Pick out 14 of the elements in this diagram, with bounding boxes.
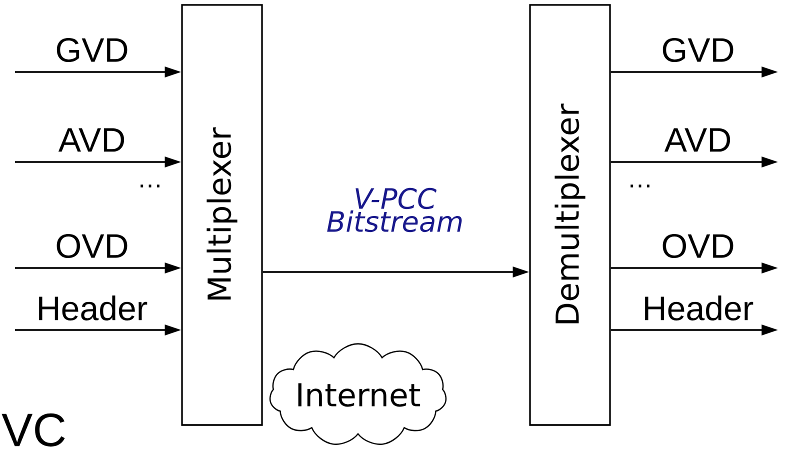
edge-label: AVD <box>664 128 730 152</box>
ellipsis: … <box>140 184 160 188</box>
edge-label: Header <box>645 296 754 320</box>
edge-label: GVD <box>662 38 734 62</box>
ellipsis: … <box>630 184 650 188</box>
edge-label: GVD <box>56 38 128 62</box>
demultiplexer-box: Demultiplexer <box>529 4 611 426</box>
edge-label: V-PCC Bitstream <box>327 188 462 232</box>
text-fragment: VC <box>2 413 65 447</box>
edge-label: OVD <box>662 234 734 258</box>
edge-label: AVD <box>58 128 124 152</box>
edge-label: Header <box>39 296 148 320</box>
edge-label: OVD <box>56 234 128 258</box>
multiplexer-box: Multiplexer <box>181 4 263 426</box>
